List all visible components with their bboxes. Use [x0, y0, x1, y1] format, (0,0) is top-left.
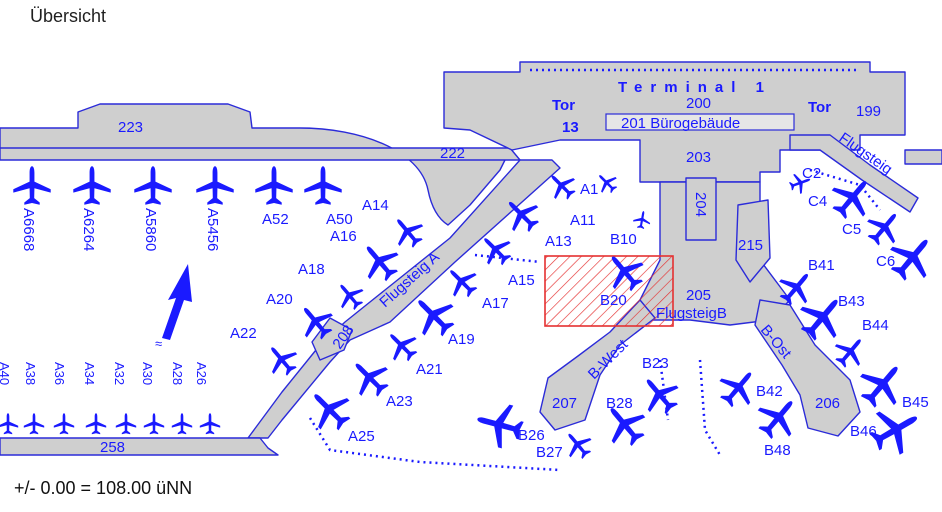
stand-A36: A36 [52, 362, 67, 385]
elevation-note: +/- 0.00 = 108.00 üNN [14, 478, 193, 498]
plane-icon [143, 413, 165, 435]
stand-C2: C2 [802, 165, 821, 182]
stand-A5860: A5860 [142, 208, 159, 251]
finger-204-label: 204 [692, 192, 709, 217]
terminal-name: Terminal 1 [618, 79, 772, 96]
pier-c [789, 134, 919, 213]
stand-A20: A20 [266, 291, 293, 308]
stand-A18: A18 [298, 261, 325, 278]
building-223 [0, 103, 511, 226]
stand-B44: B44 [862, 317, 889, 334]
stand-B43: B43 [838, 293, 865, 310]
stand-A25: A25 [348, 428, 375, 445]
building-222-label: 222 [440, 145, 465, 162]
stand-B23: B23 [642, 355, 669, 372]
building-258-label: 258 [100, 439, 125, 456]
hall-203-label: 203 [686, 149, 711, 166]
building-215 [735, 199, 771, 283]
stand-A26: A26 [194, 362, 209, 385]
terminal-number: 200 [686, 95, 711, 112]
stand-B27: B27 [536, 444, 563, 461]
plane-icon [73, 166, 111, 205]
plane-icon [632, 367, 687, 422]
building-206-label: 206 [815, 395, 840, 412]
stand-B45: B45 [902, 394, 929, 411]
stand-B48: B48 [764, 442, 791, 459]
stand-A17: A17 [482, 295, 509, 312]
stand-A28: A28 [170, 362, 185, 385]
page-title: Übersicht [30, 6, 107, 26]
plane-icon [385, 209, 430, 254]
pier-a [247, 159, 561, 439]
aircraft-layer [0, 166, 942, 465]
stand-B26: B26 [518, 427, 545, 444]
building-204 [685, 177, 717, 241]
stand-A40: A40 [0, 362, 12, 385]
plane-icon [115, 413, 137, 435]
pier-b-label: FlugsteigB [656, 305, 727, 322]
stand-A13: A13 [545, 233, 572, 250]
stand-A1: A1 [580, 181, 598, 198]
tor-13-number: 13 [562, 119, 579, 136]
building-208 [311, 317, 353, 361]
stand-B46: B46 [850, 423, 877, 440]
building-east-stub [904, 149, 942, 165]
tor-13-label: Tor [552, 97, 575, 114]
stand-C4: C4 [808, 193, 827, 210]
building-215-label: 215 [738, 237, 763, 254]
north-arrow-label: ≈ [155, 336, 162, 351]
plane-icon [134, 166, 172, 205]
highlighted-area[interactable] [544, 255, 674, 327]
stand-A11: A11 [570, 212, 596, 229]
stand-A5456: A5456 [204, 208, 221, 251]
plane-icon [255, 166, 293, 205]
stand-A16: A16 [330, 228, 357, 245]
plane-icon [171, 413, 193, 435]
stand-A32: A32 [112, 362, 127, 385]
stand-B10: B10 [610, 231, 637, 248]
building-223-label: 223 [118, 119, 143, 136]
building-207-label: 207 [552, 395, 577, 412]
stand-A23: A23 [386, 393, 413, 410]
stand-A19: A19 [448, 331, 475, 348]
tor-199-label: Tor [808, 99, 831, 116]
plane-icon [558, 425, 598, 465]
stand-A30: A30 [140, 362, 155, 385]
stand-C5: C5 [842, 221, 861, 238]
building-205-label: 205 [686, 287, 711, 304]
stand-A15: A15 [508, 272, 535, 289]
plane-icon [304, 166, 342, 205]
stand-A14: A14 [362, 197, 389, 214]
stand-A6668: A6668 [20, 208, 37, 251]
stand-A6264: A6264 [80, 208, 97, 251]
plane-icon [53, 413, 75, 435]
stand-labels: A1 A11 A13 A14 A15 A16 A17 A18 A19 A20 A… [0, 165, 929, 461]
plane-icon [196, 166, 234, 205]
plane-icon [199, 413, 221, 435]
stand-B28: B28 [606, 395, 633, 412]
plane-icon [85, 413, 107, 435]
stand-A50: A50 [326, 211, 353, 228]
north-arrow-icon [162, 264, 192, 340]
pier-b-west [539, 299, 656, 431]
stand-A22: A22 [230, 325, 257, 342]
stand-A52: A52 [262, 211, 289, 228]
stand-B41: B41 [808, 257, 835, 274]
stand-C6: C6 [876, 253, 895, 270]
plane-icon [13, 166, 51, 205]
stand-A21: A21 [416, 361, 443, 378]
plane-icon [23, 413, 45, 435]
stand-B20: B20 [600, 292, 627, 309]
stand-A38: A38 [23, 362, 38, 385]
office-building-label: 201 Bürogebäude [621, 115, 740, 132]
plane-icon [0, 413, 19, 435]
plane-icon [860, 203, 909, 252]
building-258 [0, 437, 279, 456]
stand-B42: B42 [756, 383, 783, 400]
stand-A34: A34 [82, 362, 97, 385]
plane-icon [632, 209, 652, 230]
tor-199-number: 199 [856, 103, 881, 120]
